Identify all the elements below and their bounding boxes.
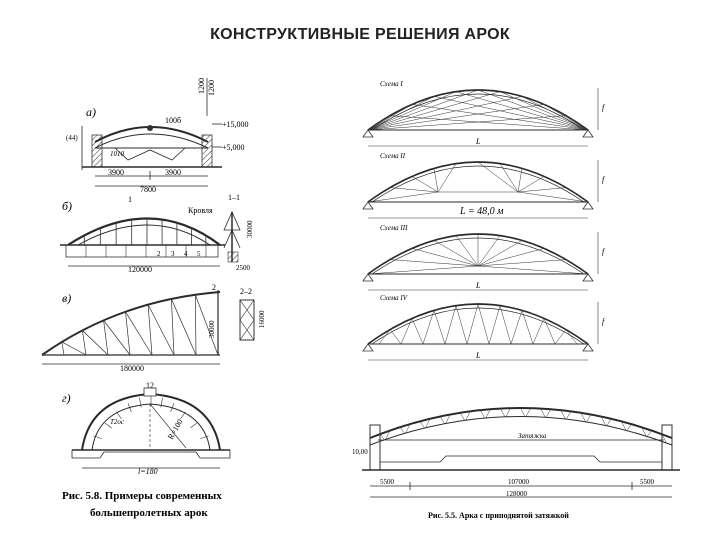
elev-15: +15,000: [222, 120, 249, 129]
scheme-rise-2: f: [602, 175, 606, 184]
panel-label-b: б): [62, 199, 72, 213]
fig55-raised-tie-arch: Затяжка 10,00 5500 107000 5500 128000: [352, 407, 680, 498]
roof-label: Кровля: [188, 206, 213, 215]
node-4: 4: [184, 250, 188, 258]
dim-b-span: 120000: [128, 265, 152, 274]
d-radius: R=100: [166, 418, 185, 441]
dim-c-depth: 16000: [258, 310, 266, 328]
dim-b-height: 30000: [246, 220, 254, 238]
scheme-span-2: L = 48,0 м: [459, 206, 504, 217]
dim-a-3900-1: 3900: [108, 168, 124, 177]
dim-a-3900-2: 3900: [165, 168, 181, 177]
scheme-span-3: L: [475, 281, 481, 290]
fig58-caption-1: Рис. 5.8. Примеры современных: [62, 490, 222, 502]
dim-b-side: 2500: [236, 264, 251, 272]
fig58-panel-c: в) 2–2 2 180000 30000 16000: [41, 283, 266, 373]
fig58-caption-2: большепролетных арок: [90, 507, 208, 519]
marker-1: 1: [128, 195, 132, 204]
node-5: 5: [197, 250, 201, 258]
node-2: 2: [157, 250, 161, 258]
dim-c-height: 30000: [208, 320, 216, 338]
dim-55-right: 5500: [640, 478, 655, 486]
dim-a-1200-b: 1200: [197, 78, 206, 94]
scheme-4: Схема IV Lf: [362, 294, 606, 361]
elev-5: +5,000: [222, 143, 245, 152]
scheme-span-4: L: [475, 351, 481, 360]
elevation-10: 10,00: [352, 448, 368, 456]
scheme-rise-4: f: [602, 317, 606, 326]
scheme-span-1: L: [475, 137, 481, 146]
dim-55-left: 5500: [380, 478, 395, 486]
scheme-label-3: Схема III: [380, 224, 408, 232]
fig55-caption: Рис. 5.5. Арка с приподнятой затяжкой: [428, 511, 569, 520]
fig58-panel-b: б) 1–1 Кровля 1 2 3 4 5 120000: [60, 193, 254, 274]
scheme-rise-3: f: [602, 247, 606, 256]
panel-label-c: в): [62, 291, 71, 305]
dim-c-span: 180000: [120, 364, 144, 373]
tie-label: Затяжка: [518, 432, 547, 440]
fig58-panel-d: г) 12 T2oc R=100 l=180: [62, 381, 231, 476]
dim-d-top: 12: [146, 381, 154, 390]
scheme-label-4: Схема IV: [380, 294, 408, 302]
marker-2: 2: [212, 283, 216, 292]
node-3: 3: [171, 250, 175, 258]
panel-label-a: а): [86, 105, 96, 119]
section-1-1: 1–1: [228, 193, 240, 202]
a-mid-label: 1010: [110, 150, 125, 158]
fig58-panel-a: а) 1200 1200 100б (44) 1010 +15,000 +5,0…: [66, 78, 249, 194]
scheme-label-1: Схема I: [380, 80, 403, 88]
slide-title: КОНСТРУКТИВНЫЕ РЕШЕНИЯ АРОК: [210, 26, 510, 43]
d-left-label: T2oc: [110, 418, 125, 426]
fig58: а) 1200 1200 100б (44) 1010 +15,000 +5,0…: [41, 78, 266, 519]
dim-a-7800: 7800: [140, 185, 156, 194]
section-2-2: 2–2: [240, 287, 252, 296]
scheme-label-2: Схема II: [380, 152, 406, 160]
panel-label-d: г): [62, 391, 71, 405]
dim-a-left: (44): [66, 134, 78, 142]
dim-55-mid: 107000: [508, 478, 530, 486]
dim-d-span: l=180: [138, 467, 158, 476]
scheme-rise-1: f: [602, 103, 606, 112]
dim-55-total: 128000: [506, 490, 528, 498]
scheme-2: Схема II L = 48,0 м f: [362, 152, 606, 219]
dim-a-1200-a: 1200: [207, 80, 216, 96]
dim-a-100: 100б: [165, 116, 181, 125]
scheme-1: Схема I Lf: [362, 80, 606, 147]
scheme-3: Схема III Lf: [362, 224, 606, 291]
